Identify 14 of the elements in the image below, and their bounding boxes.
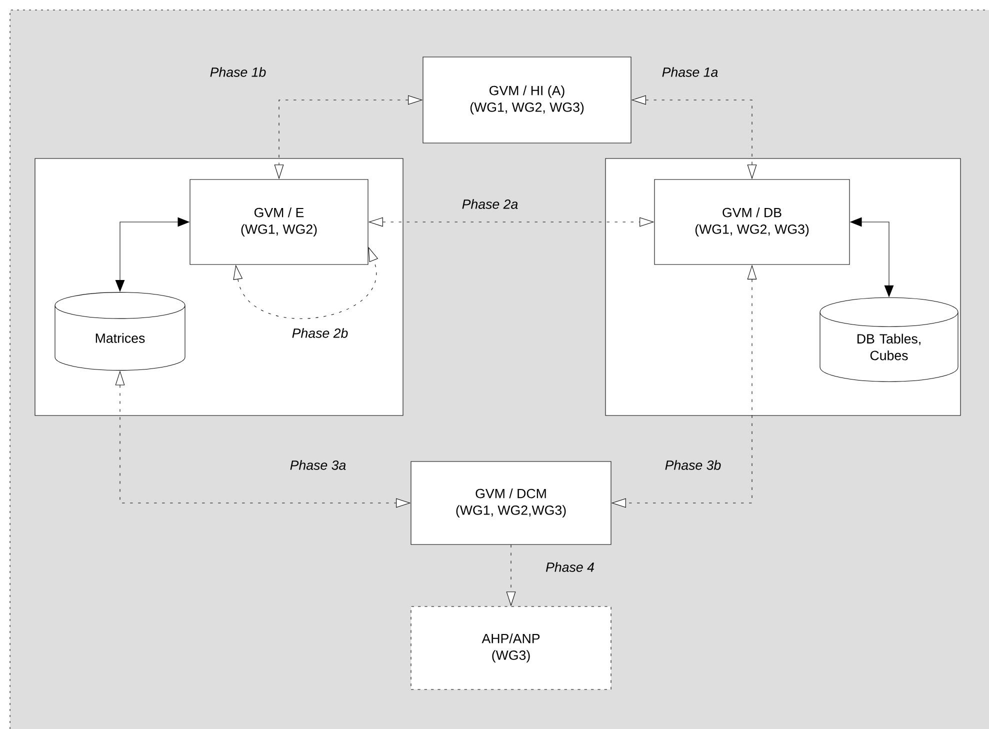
edge-label: Phase 2b (290, 326, 350, 340)
process-box: GVM / DCM (WG1, WG2,WG3) (410, 461, 612, 545)
database-cylinder: Matrices (54, 292, 186, 371)
edge-label: Phase 1b (208, 66, 268, 78)
edge-label: Phase 2a (460, 198, 520, 210)
process-box: AHP/ANP (WG3) (410, 606, 612, 690)
process-box: GVM / HI (A) (WG1, WG2, WG3) (422, 56, 632, 144)
edge-label: Phase 1a (660, 66, 720, 78)
database-cylinder: DB Tables, Cubes (820, 297, 958, 382)
edge-label: Phase 3b (664, 458, 722, 472)
process-box: GVM / E (WG1, WG2) (190, 179, 368, 265)
edge-label: Phase 3a (288, 458, 348, 472)
edge-label: Phase 4 (544, 560, 596, 574)
process-box: GVM / DB (WG1, WG2, WG3) (654, 179, 850, 265)
